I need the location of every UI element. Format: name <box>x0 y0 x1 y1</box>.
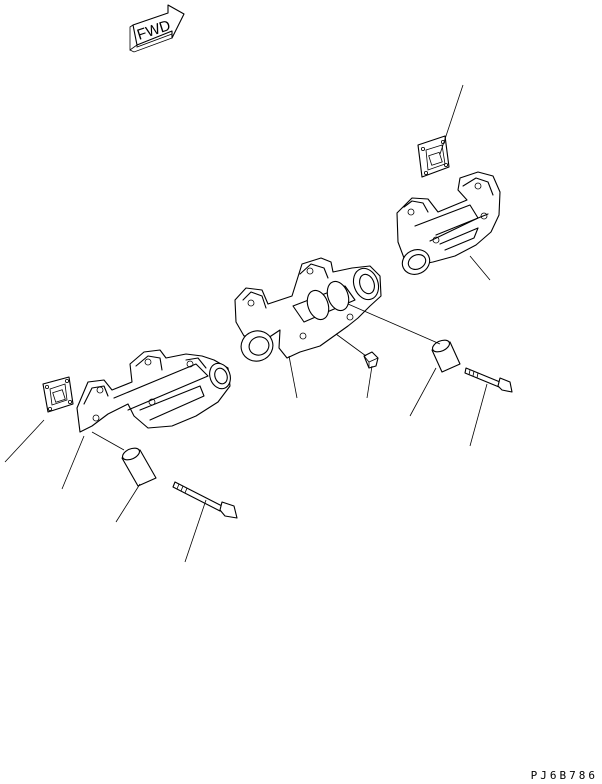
exhaust-manifold-rear <box>396 171 501 275</box>
exhaust-manifold-front <box>76 349 231 433</box>
spacer-right <box>431 339 461 373</box>
gasket-left <box>42 376 74 413</box>
gasket-right <box>417 135 450 178</box>
bolt-right <box>464 367 513 393</box>
reference-code: PJ6B786 <box>530 769 598 782</box>
exhaust-manifold-center <box>234 257 382 362</box>
spacer-left <box>121 447 157 487</box>
forward-direction-arrow: FWD <box>129 4 185 53</box>
leader-lines <box>4 84 491 563</box>
bolt-left <box>172 481 238 519</box>
plug <box>363 351 379 369</box>
